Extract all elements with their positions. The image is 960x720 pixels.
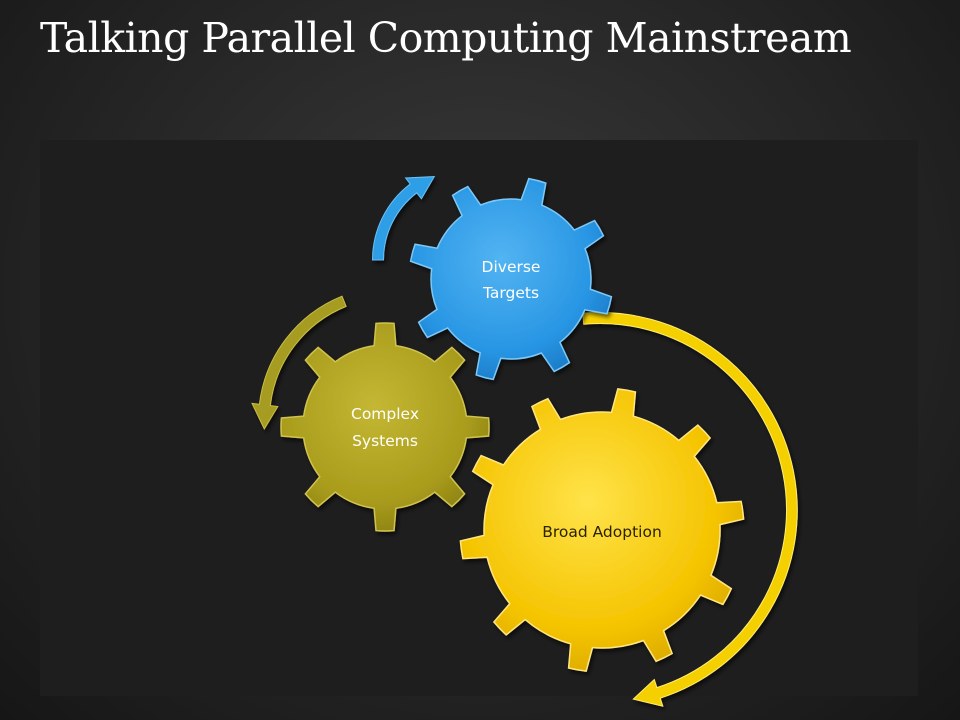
gear-complex-systems: Complex Systems	[280, 322, 490, 532]
gear-label-complex-systems-line2: Systems	[352, 432, 418, 450]
slide-title: Talking Parallel Computing Mainstream	[40, 14, 852, 62]
gear-diverse-targets: Diverse Targets	[409, 177, 613, 381]
blue-cycle-arrow	[371, 176, 436, 261]
gear-label-broad-adoption: Broad Adoption	[542, 523, 662, 541]
gear-broad-adoption: Broad Adoption	[459, 388, 745, 672]
gear-label-complex-systems-line1: Complex	[351, 405, 419, 423]
olive-cycle-arrow	[251, 295, 347, 430]
gear-label-diverse-targets-line1: Diverse	[482, 258, 541, 276]
yellow-cycle-arrow	[582, 312, 798, 707]
gear-label-diverse-targets-line2: Targets	[482, 284, 539, 302]
